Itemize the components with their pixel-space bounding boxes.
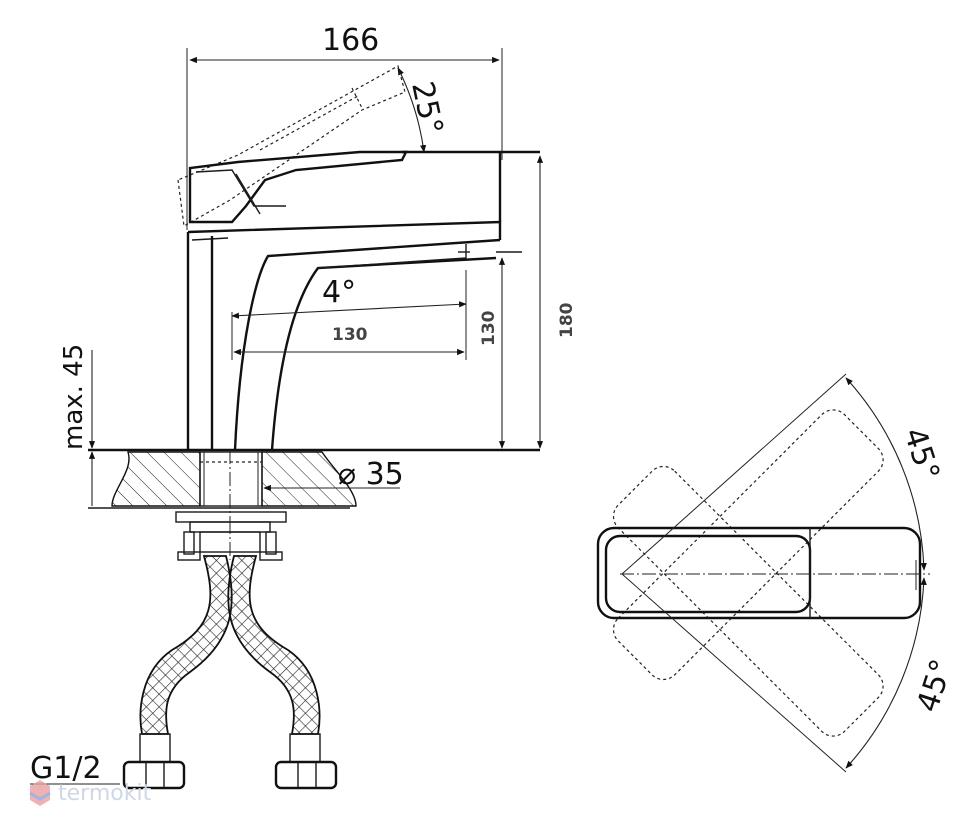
- dimension-spout-height: 130: [479, 257, 506, 449]
- spout-reach-label: 130: [332, 325, 368, 345]
- faucet-body: [186, 152, 522, 451]
- rotation-angle-top-label: 45°: [896, 424, 946, 485]
- mounting-hardware: [175, 511, 287, 561]
- watermark-text: termokit: [58, 781, 152, 806]
- lever: [188, 150, 540, 224]
- spout-angle-label: 4°: [322, 275, 356, 310]
- thread-label: G1/2: [30, 751, 102, 786]
- spout-height-label: 130: [479, 310, 499, 346]
- hole-diameter-label: ⌀ 35: [338, 457, 404, 492]
- supply-hoses: [122, 555, 338, 790]
- countertop-section: [88, 448, 540, 520]
- dimension-lever-angle: 25°: [397, 67, 449, 153]
- rotation-angle-bottom-label: 45°: [910, 655, 960, 716]
- lever-angle-label: 25°: [404, 78, 449, 137]
- dimension-total-height: 180: [536, 155, 577, 449]
- dimension-spout-angle: 4°: [231, 275, 467, 319]
- lever-top: [596, 526, 930, 620]
- watermark-logo-icon: [30, 780, 50, 806]
- max-deck-label: max. 45: [59, 344, 89, 450]
- thread-spec: G1/2: [30, 751, 120, 786]
- lever-raised-outline: [177, 65, 406, 227]
- dimension-hole-diameter: ⌀ 35: [263, 457, 404, 492]
- dimension-spout-reach: 130: [231, 270, 467, 360]
- dimension-max-deck: max. 45: [59, 344, 96, 506]
- rotation-arc: 45° 45°: [621, 373, 960, 773]
- top-view: 45° 45°: [596, 373, 960, 773]
- total-height-label: 180: [557, 302, 577, 338]
- lever-rotated-down-outline: [612, 465, 884, 737]
- overall-width-label: 166: [322, 23, 379, 58]
- watermark: termokit: [29, 780, 152, 806]
- side-view: 166 25°: [30, 23, 577, 790]
- dimension-overall-width: 166: [186, 23, 503, 230]
